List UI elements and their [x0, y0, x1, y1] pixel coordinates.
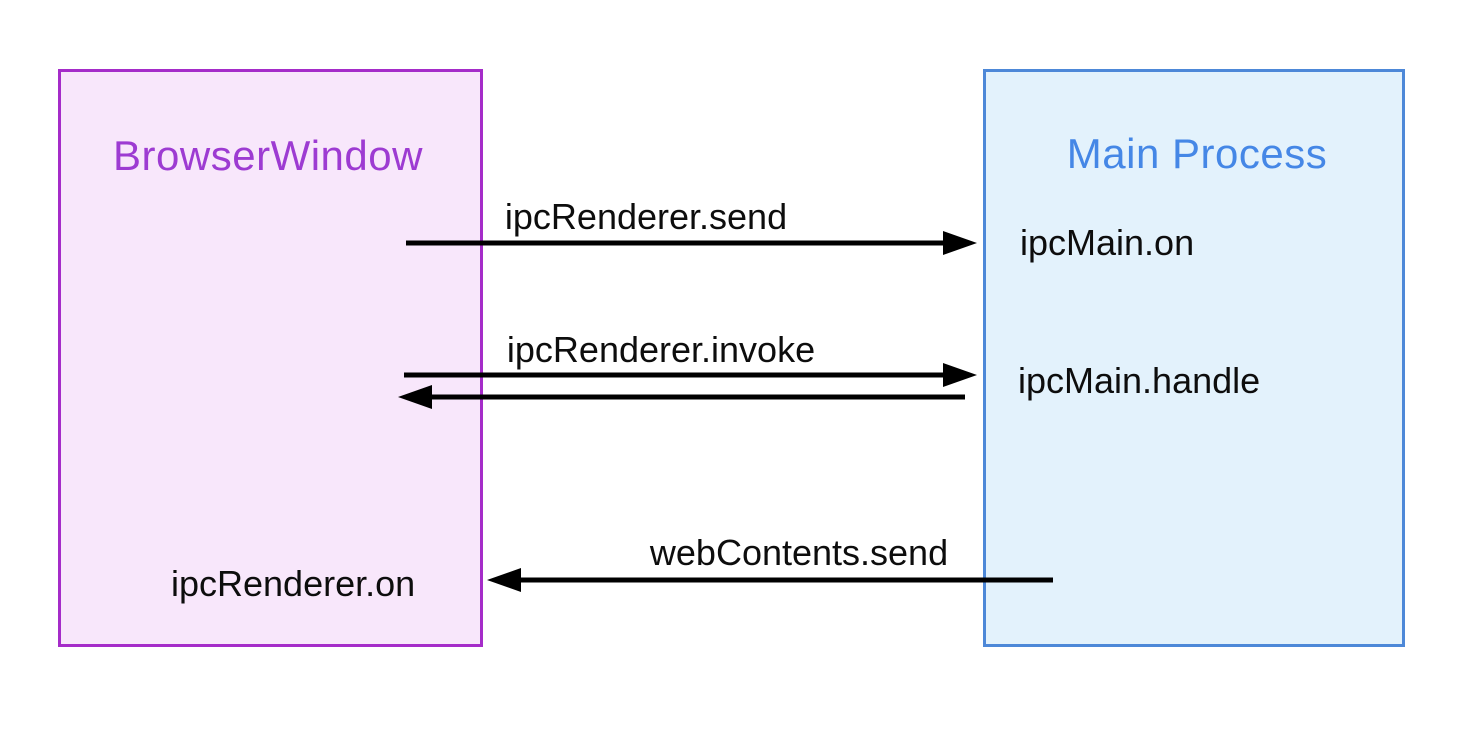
main-process-title: Main Process [1066, 130, 1328, 177]
main-process-box: Main Process ipcMain.on ipcMain.handle [983, 69, 1405, 647]
browser-window-box: BrowserWindow ipcRenderer.on [58, 69, 483, 647]
ipc-renderer-on-label: ipcRenderer.on [171, 563, 416, 604]
send-arrow-head-right-icon [943, 231, 977, 255]
ipc-renderer-invoke-arrow-label: ipcRenderer.invoke [506, 329, 816, 370]
browser-window-title: BrowserWindow [113, 132, 423, 179]
ipc-renderer-send-arrow-label: ipcRenderer.send [504, 196, 788, 237]
ipc-main-on-label: ipcMain.on [1020, 222, 1195, 263]
invoke-arrow-head-right-icon [943, 363, 977, 387]
web-contents-send-arrow-label: webContents.send [649, 532, 949, 573]
webcontents-arrow-head-left-icon [487, 568, 521, 592]
ipc-main-handle-label: ipcMain.handle [1018, 360, 1261, 401]
